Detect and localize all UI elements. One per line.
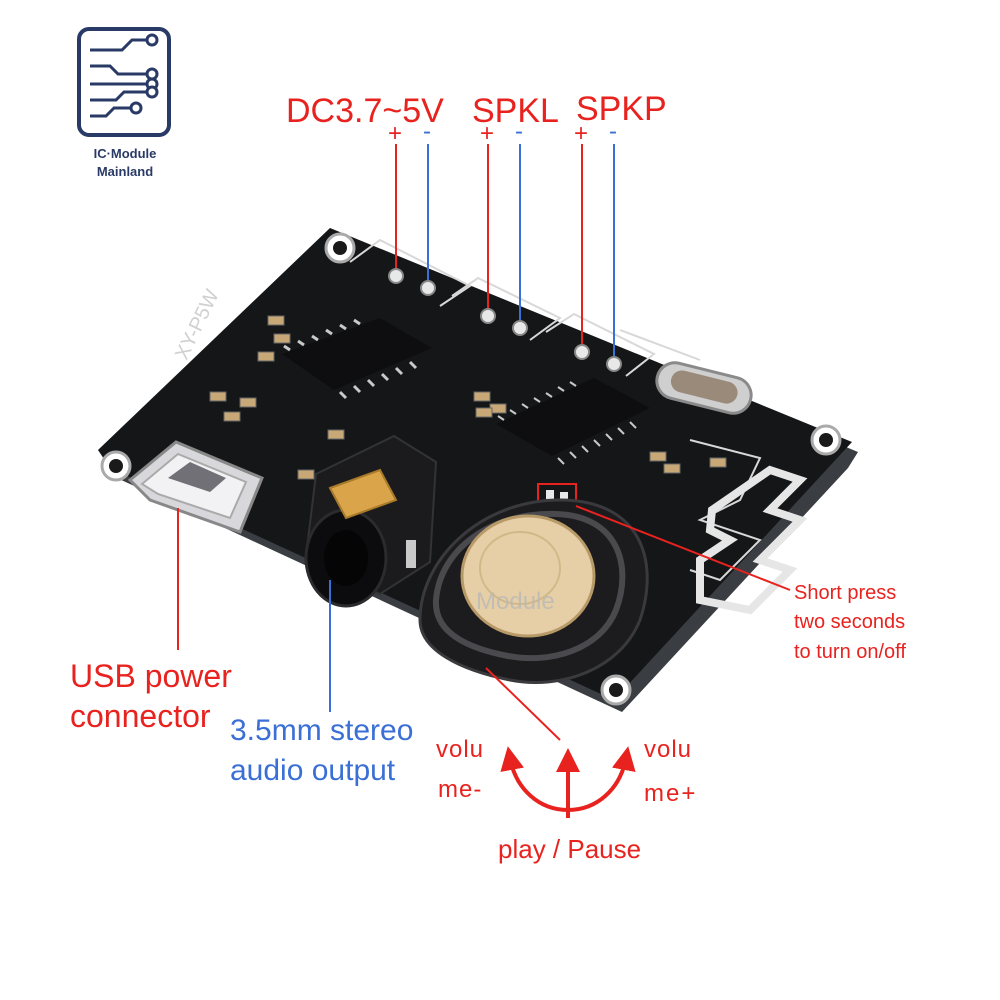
- spkl-plus-label: +: [480, 120, 495, 147]
- volume-plus-line2: me+: [644, 780, 698, 807]
- short-press-line1: Short press: [794, 582, 897, 604]
- short-press-line3: to turn on/off: [794, 641, 906, 663]
- short-press-leader: [575, 505, 791, 591]
- smd-components: [209, 315, 727, 480]
- spkp-plus-label: +: [574, 120, 589, 147]
- usb-label-line2: connector: [70, 698, 211, 734]
- dc-minus-label: -: [423, 118, 431, 145]
- logo-line2: Mainland: [96, 164, 154, 179]
- audio-jack: [304, 434, 438, 608]
- spkp-label: SPKP: [576, 90, 667, 128]
- rotary-encoder: [418, 498, 649, 684]
- play-pause-label: play / Pause: [498, 834, 642, 864]
- spkl-minus-label: -: [515, 118, 523, 145]
- dc-plus-label: +: [388, 120, 403, 147]
- spkp-minus-label: -: [609, 118, 617, 145]
- volume-minus-line2: me-: [438, 776, 483, 803]
- crystal-oscillator: [655, 361, 753, 415]
- audio-label-line2: audio output: [230, 754, 396, 787]
- usb-label-line1: USB power: [70, 658, 232, 694]
- spkl-label: SPKL: [472, 92, 559, 130]
- encoder-leader: [485, 667, 561, 741]
- volume-minus-line1: volu: [436, 736, 485, 763]
- ic-chip-right: [496, 378, 650, 465]
- usb-connector: [127, 440, 264, 534]
- short-press-line2: two seconds: [794, 611, 906, 633]
- audio-label-line1: 3.5mm stereo: [230, 714, 414, 747]
- watermark-text: Module: [476, 588, 555, 615]
- volume-plus-line1: volu: [644, 736, 693, 763]
- top-leader-lines: [395, 144, 615, 356]
- ic-chip-left: [282, 318, 432, 400]
- logo-line1: IC·Module: [93, 146, 157, 161]
- circuit-logo-icon: [77, 27, 171, 137]
- solder-pads: [388, 268, 622, 372]
- antenna-trace: [696, 465, 808, 615]
- dc-input-label: DC3.7~5V: [286, 92, 444, 130]
